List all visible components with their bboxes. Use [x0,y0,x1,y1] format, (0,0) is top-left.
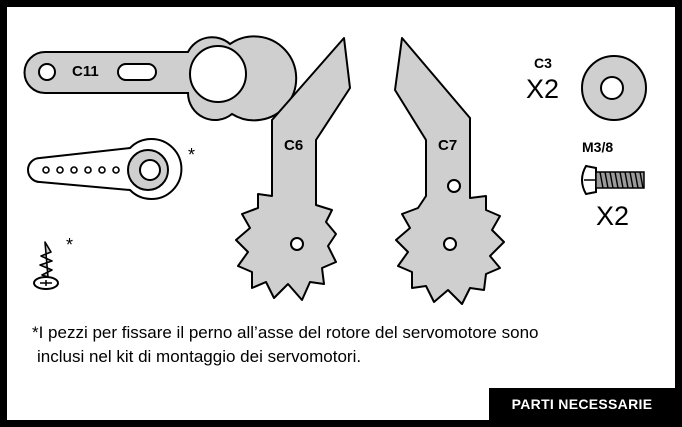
label-m3-quantity: X2 [596,201,630,231]
label-c3: C3 [534,55,552,71]
asterisk-small-screw: * [66,235,74,255]
label-c6: C6 [284,137,304,154]
section-title: PARTI NECESSARIE [511,396,653,412]
label-c11: C11 [72,63,99,80]
part-c7 [394,37,505,305]
label-c3-quantity: X2 [526,74,560,104]
part-c6 [235,37,351,301]
part-c3-washer [581,55,647,121]
servo-horn-part [27,138,183,200]
asterisk-servo-horn: * [188,145,196,165]
part-m3-bolt [581,164,645,196]
label-c7: C7 [438,137,458,154]
small-screw-part [33,241,59,290]
footnote-line-1: *I pezzi per fissare il perno all’asse d… [32,323,539,342]
footnote: *I pezzi per fissare il perno all’asse d… [32,321,652,369]
part-c11 [23,35,298,122]
label-m3-8: M3/8 [582,139,614,155]
section-title-badge: PARTI NECESSARIE [489,388,675,420]
footnote-line-2: inclusi nel kit di montaggio dei servomo… [37,347,362,366]
